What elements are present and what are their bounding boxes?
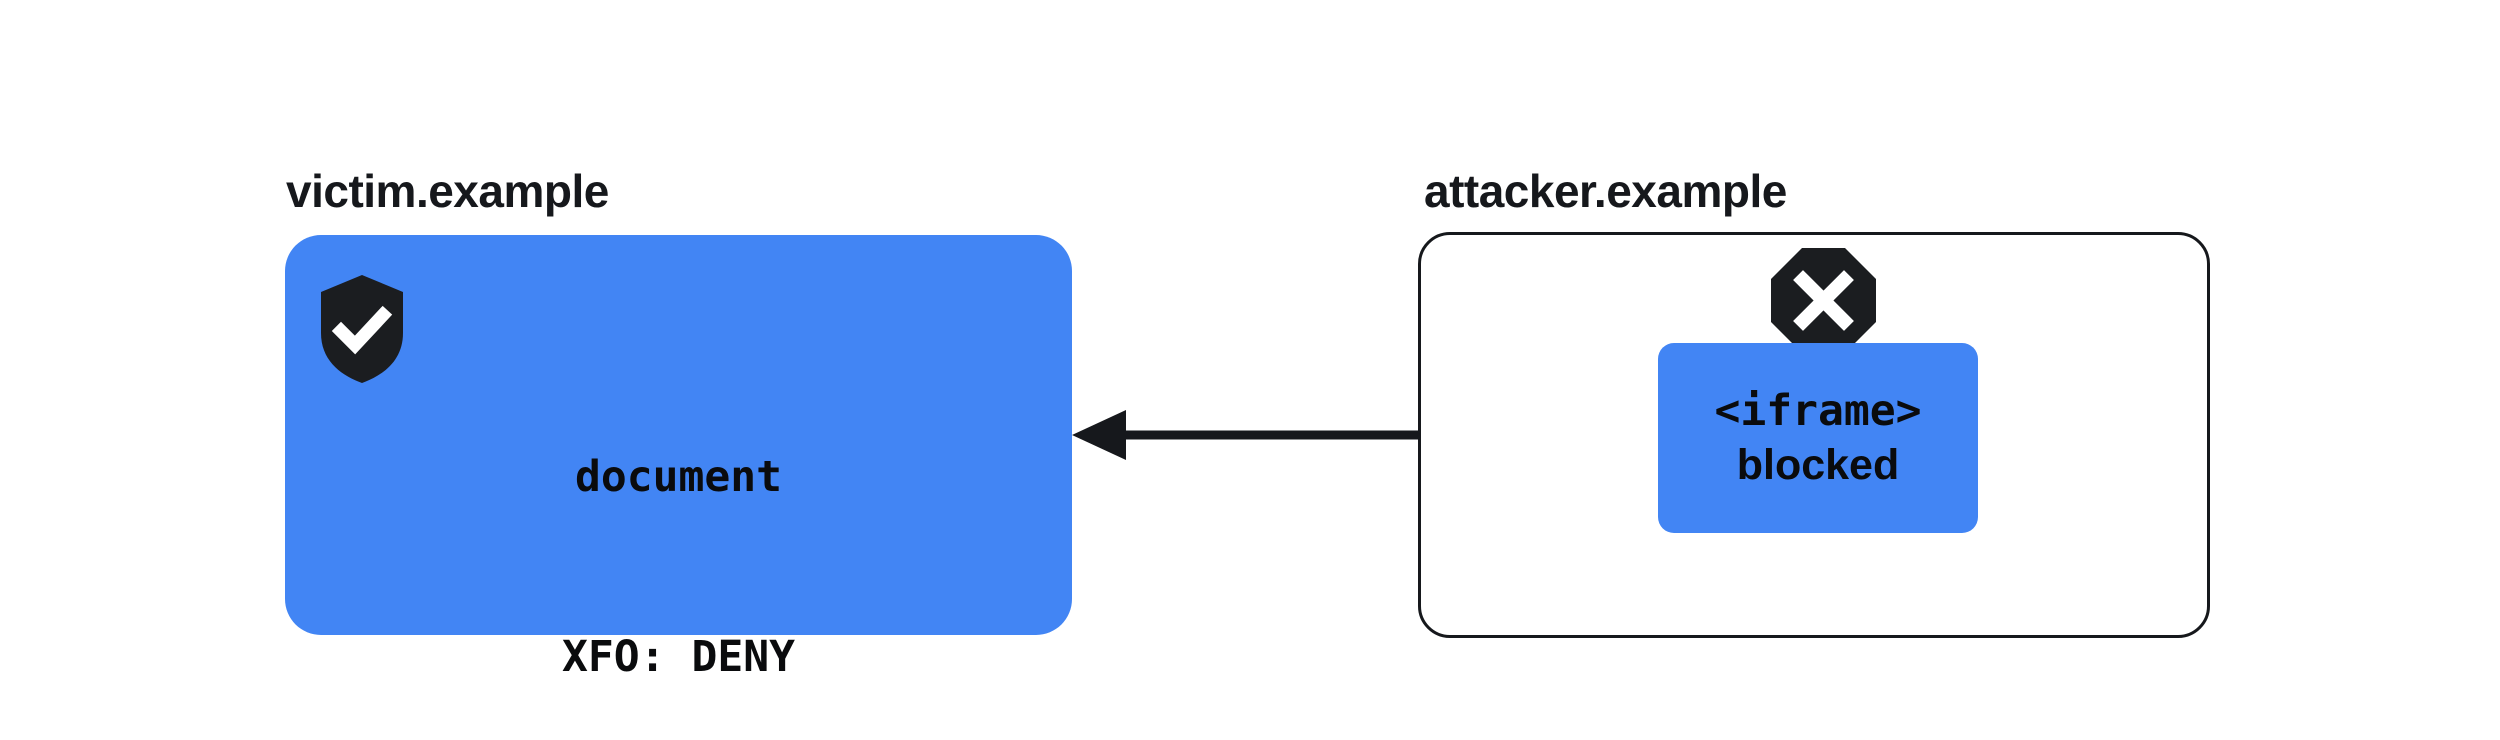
- attacker-page-panel: <iframe> blocked: [1418, 232, 2210, 638]
- shield-check-icon: [321, 275, 403, 383]
- directive-line: document: [574, 452, 783, 502]
- iframe-state-label: blocked: [1736, 441, 1900, 489]
- octagon-x-icon: [1771, 248, 1876, 353]
- victim-header-directives: document XFO: DENY or CSP: frame-ancesto…: [285, 327, 1072, 740]
- blocked-iframe-chip: <iframe> blocked: [1658, 343, 1978, 533]
- victim-document-panel: document XFO: DENY or CSP: frame-ancesto…: [285, 235, 1072, 682]
- directive-line: XFO: DENY: [562, 632, 795, 682]
- iframe-tag-label: <iframe>: [1714, 386, 1922, 436]
- attacker-origin-label: attacker.example: [1424, 165, 1787, 217]
- victim-origin-label: victim.example: [286, 165, 609, 217]
